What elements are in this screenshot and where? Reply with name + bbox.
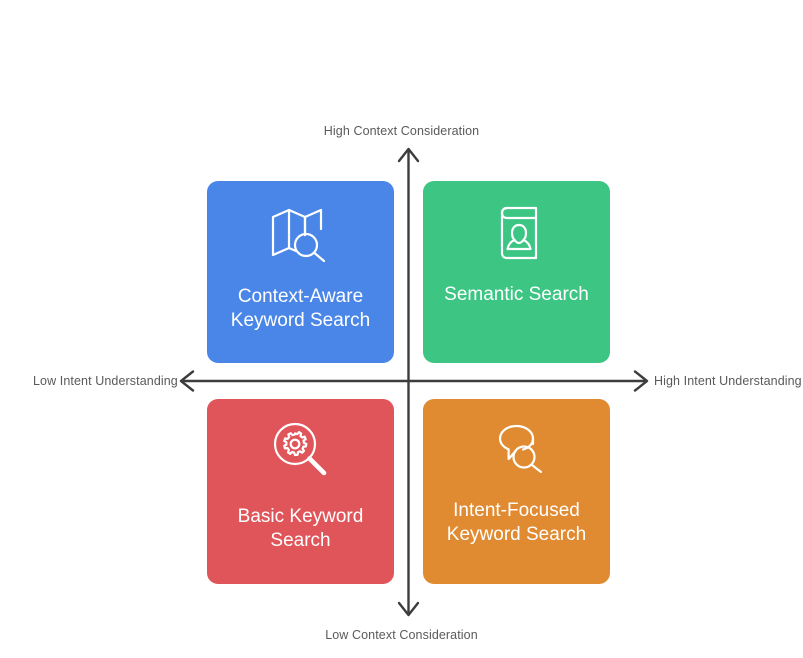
speech-bubble-search-icon <box>488 421 546 474</box>
axis-label-high-intent: High Intent Understanding <box>654 374 802 388</box>
quadrant-card-semantic-search[interactable]: Semantic Search <box>423 181 610 363</box>
axis-label-high-context: High Context Consideration <box>323 124 480 138</box>
gear-magnifier-icon <box>272 421 330 479</box>
quadrant-card-context-aware-keyword-search[interactable]: Context-Aware Keyword Search <box>207 181 394 363</box>
left-arrowhead-icon <box>179 370 195 392</box>
axis-label-low-context: Low Context Consideration <box>325 628 478 642</box>
quadrant-title: Semantic Search <box>444 284 589 305</box>
down-arrowhead-icon <box>397 601 420 617</box>
right-arrowhead-icon <box>633 370 649 392</box>
quadrant-card-intent-focused-keyword-search[interactable]: Intent-Focused Keyword Search <box>423 399 610 584</box>
up-arrowhead-icon <box>397 147 420 163</box>
quadrant-title: Context-Aware Keyword Search <box>230 286 371 331</box>
quadrant-title: Basic Keyword Search <box>237 506 364 551</box>
map-search-icon <box>270 205 332 263</box>
axis-label-low-intent: Low Intent Understanding <box>33 374 178 388</box>
quadrant-card-basic-keyword-search[interactable]: Basic Keyword Search <box>207 399 394 584</box>
book-person-icon <box>493 205 541 261</box>
quadrant-title: Intent-Focused Keyword Search <box>446 500 587 545</box>
